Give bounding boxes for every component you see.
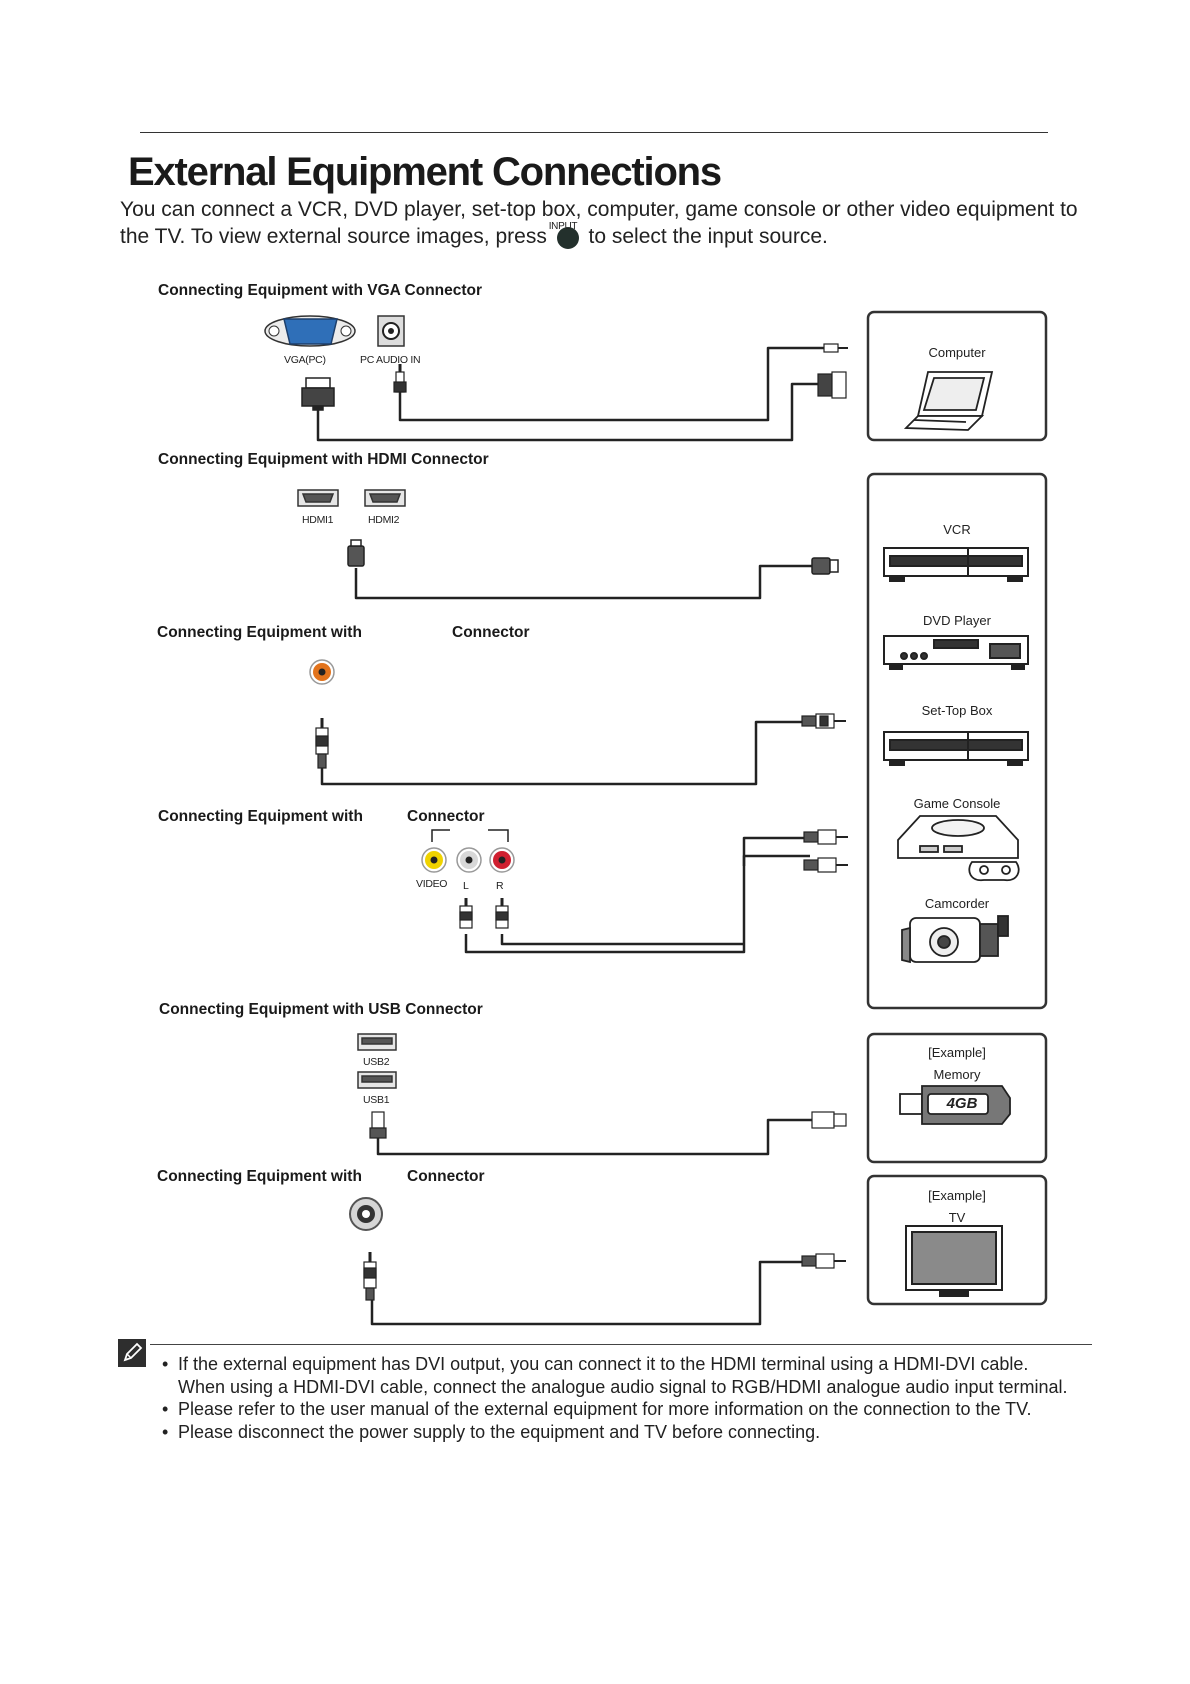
usb1-port-icon — [357, 1071, 397, 1089]
input-button-icon: INPUT — [549, 221, 579, 249]
coax-plug-icon — [315, 718, 329, 769]
av-cable-2 — [500, 934, 744, 946]
video-port-label: VIDEO — [416, 878, 448, 890]
coax-section-heading-left: Connecting Equipment with — [157, 624, 362, 641]
video-port-icon — [421, 847, 447, 873]
set-top-box-icon — [883, 731, 1029, 766]
hdmi1-port-label: HDMI1 — [302, 514, 334, 526]
notes-list: •If the external equipment has DVI outpu… — [160, 1353, 1120, 1443]
dvd-player-label: DVD Player — [923, 613, 991, 628]
usb-cable — [376, 1118, 816, 1156]
vga-cable — [316, 382, 818, 442]
hdmi-plug-icon — [347, 539, 365, 567]
vga-section-heading: Connecting Equipment with VGA Connector — [158, 282, 483, 299]
av-cable — [464, 854, 810, 954]
vcr-label: VCR — [943, 522, 971, 537]
intro-line-1: You can connect a VCR, DVD player, set-t… — [120, 198, 1078, 221]
intro-line-2-end: to select the input source. — [588, 225, 828, 248]
hdmi1-port-icon — [297, 489, 339, 507]
device-coax-plug-icon — [801, 713, 846, 729]
input-button-label: INPUT — [548, 221, 578, 232]
output-section-heading-left: Connecting Equipment with — [157, 1168, 362, 1185]
audio-l-port-icon — [456, 847, 482, 873]
computer-audio-jack-icon — [823, 343, 848, 353]
tv-box — [866, 1174, 1048, 1306]
intro-line-2-start: the TV. To view external source images, … — [120, 225, 547, 248]
coax-port-icon — [309, 659, 335, 685]
av-devices-box — [866, 472, 1048, 1010]
tv-label: TV — [948, 1210, 966, 1225]
audio-r-port-icon — [489, 847, 515, 873]
audio-r-port-label: R — [496, 880, 504, 892]
hdmi-cable — [354, 564, 812, 600]
av-plug-r-icon — [495, 898, 509, 929]
computer-vga-plug-icon — [817, 371, 847, 399]
output-section-heading-right: Connector — [407, 1168, 485, 1185]
top-rule — [140, 132, 1048, 133]
dvd-player-icon — [883, 635, 1029, 670]
memory-example-label: [Example] — [928, 1045, 986, 1060]
memory-label: Memory — [933, 1067, 981, 1082]
game-console-icon — [897, 815, 1020, 882]
laptop-icon — [903, 371, 994, 431]
pc-audio-port-icon — [377, 315, 405, 347]
note-item: •Please refer to the user manual of the … — [162, 1399, 1032, 1419]
av-bracket — [431, 829, 509, 842]
computer-label: Computer — [928, 345, 986, 360]
av-section-heading-left: Connecting Equipment with — [158, 808, 363, 825]
page-title: External Equipment Connections — [128, 150, 722, 194]
camcorder-icon — [901, 915, 1009, 964]
usb2-port-icon — [357, 1033, 397, 1051]
pc-audio-port-label: PC AUDIO IN — [360, 354, 421, 366]
tv-example-label: [Example] — [928, 1188, 986, 1203]
set-top-box-label: Set-Top Box — [921, 703, 993, 718]
out-cable — [370, 1260, 810, 1326]
memory-usb-plug-icon — [811, 1111, 847, 1129]
intro-line-2: the TV. To view external source images, … — [120, 221, 1130, 250]
note-item: •If the external equipment has DVI outpu… — [162, 1354, 1029, 1374]
usb-plug-icon — [369, 1111, 387, 1139]
note-item: •Please disconnect the power supply to t… — [162, 1421, 821, 1442]
tv-plug-icon — [801, 1253, 846, 1269]
notes-rule — [150, 1344, 1092, 1345]
hdmi2-port-label: HDMI2 — [368, 514, 400, 526]
memory-capacity-label: 4GB — [946, 1095, 978, 1112]
av-section-heading-right: Connector — [407, 808, 485, 825]
note-item-continued: When using a HDMI-DVI cable, connect the… — [178, 1376, 1068, 1397]
game-console-label: Game Console — [913, 796, 1001, 811]
vga-port-icon — [264, 315, 356, 347]
coax-section-heading-right: Connector — [452, 624, 530, 641]
tv-icon — [905, 1225, 1003, 1297]
av-plug-l-icon — [459, 898, 473, 929]
camcorder-label: Camcorder — [924, 896, 990, 911]
vga-port-label: VGA(PC) — [284, 354, 326, 366]
pc-audio-plug-icon — [393, 364, 407, 393]
vcr-icon — [883, 547, 1029, 582]
usb1-port-label: USB1 — [363, 1094, 390, 1106]
output-plug-icon — [363, 1252, 377, 1301]
device-av-plug-icon — [803, 829, 848, 873]
memory-box — [866, 1032, 1048, 1164]
vga-plug-icon — [301, 377, 335, 411]
vcr-hdmi-plug-icon — [811, 557, 839, 575]
av-cable-3 — [742, 836, 810, 866]
pc-audio-cable — [398, 346, 838, 422]
output-port-icon — [349, 1197, 383, 1231]
audio-l-port-label: L — [463, 880, 469, 892]
hdmi2-port-icon — [364, 489, 406, 507]
coax-cable — [320, 720, 810, 786]
memory-stick-icon — [899, 1085, 1011, 1125]
usb2-port-label: USB2 — [363, 1056, 390, 1068]
usb-section-heading: Connecting Equipment with USB Connector — [159, 1001, 483, 1018]
computer-box — [866, 310, 1048, 442]
intro-paragraph: You can connect a VCR, DVD player, set-t… — [120, 196, 1130, 250]
hdmi-section-heading: Connecting Equipment with HDMI Connector — [158, 451, 489, 468]
note-pencil-icon — [118, 1339, 146, 1367]
